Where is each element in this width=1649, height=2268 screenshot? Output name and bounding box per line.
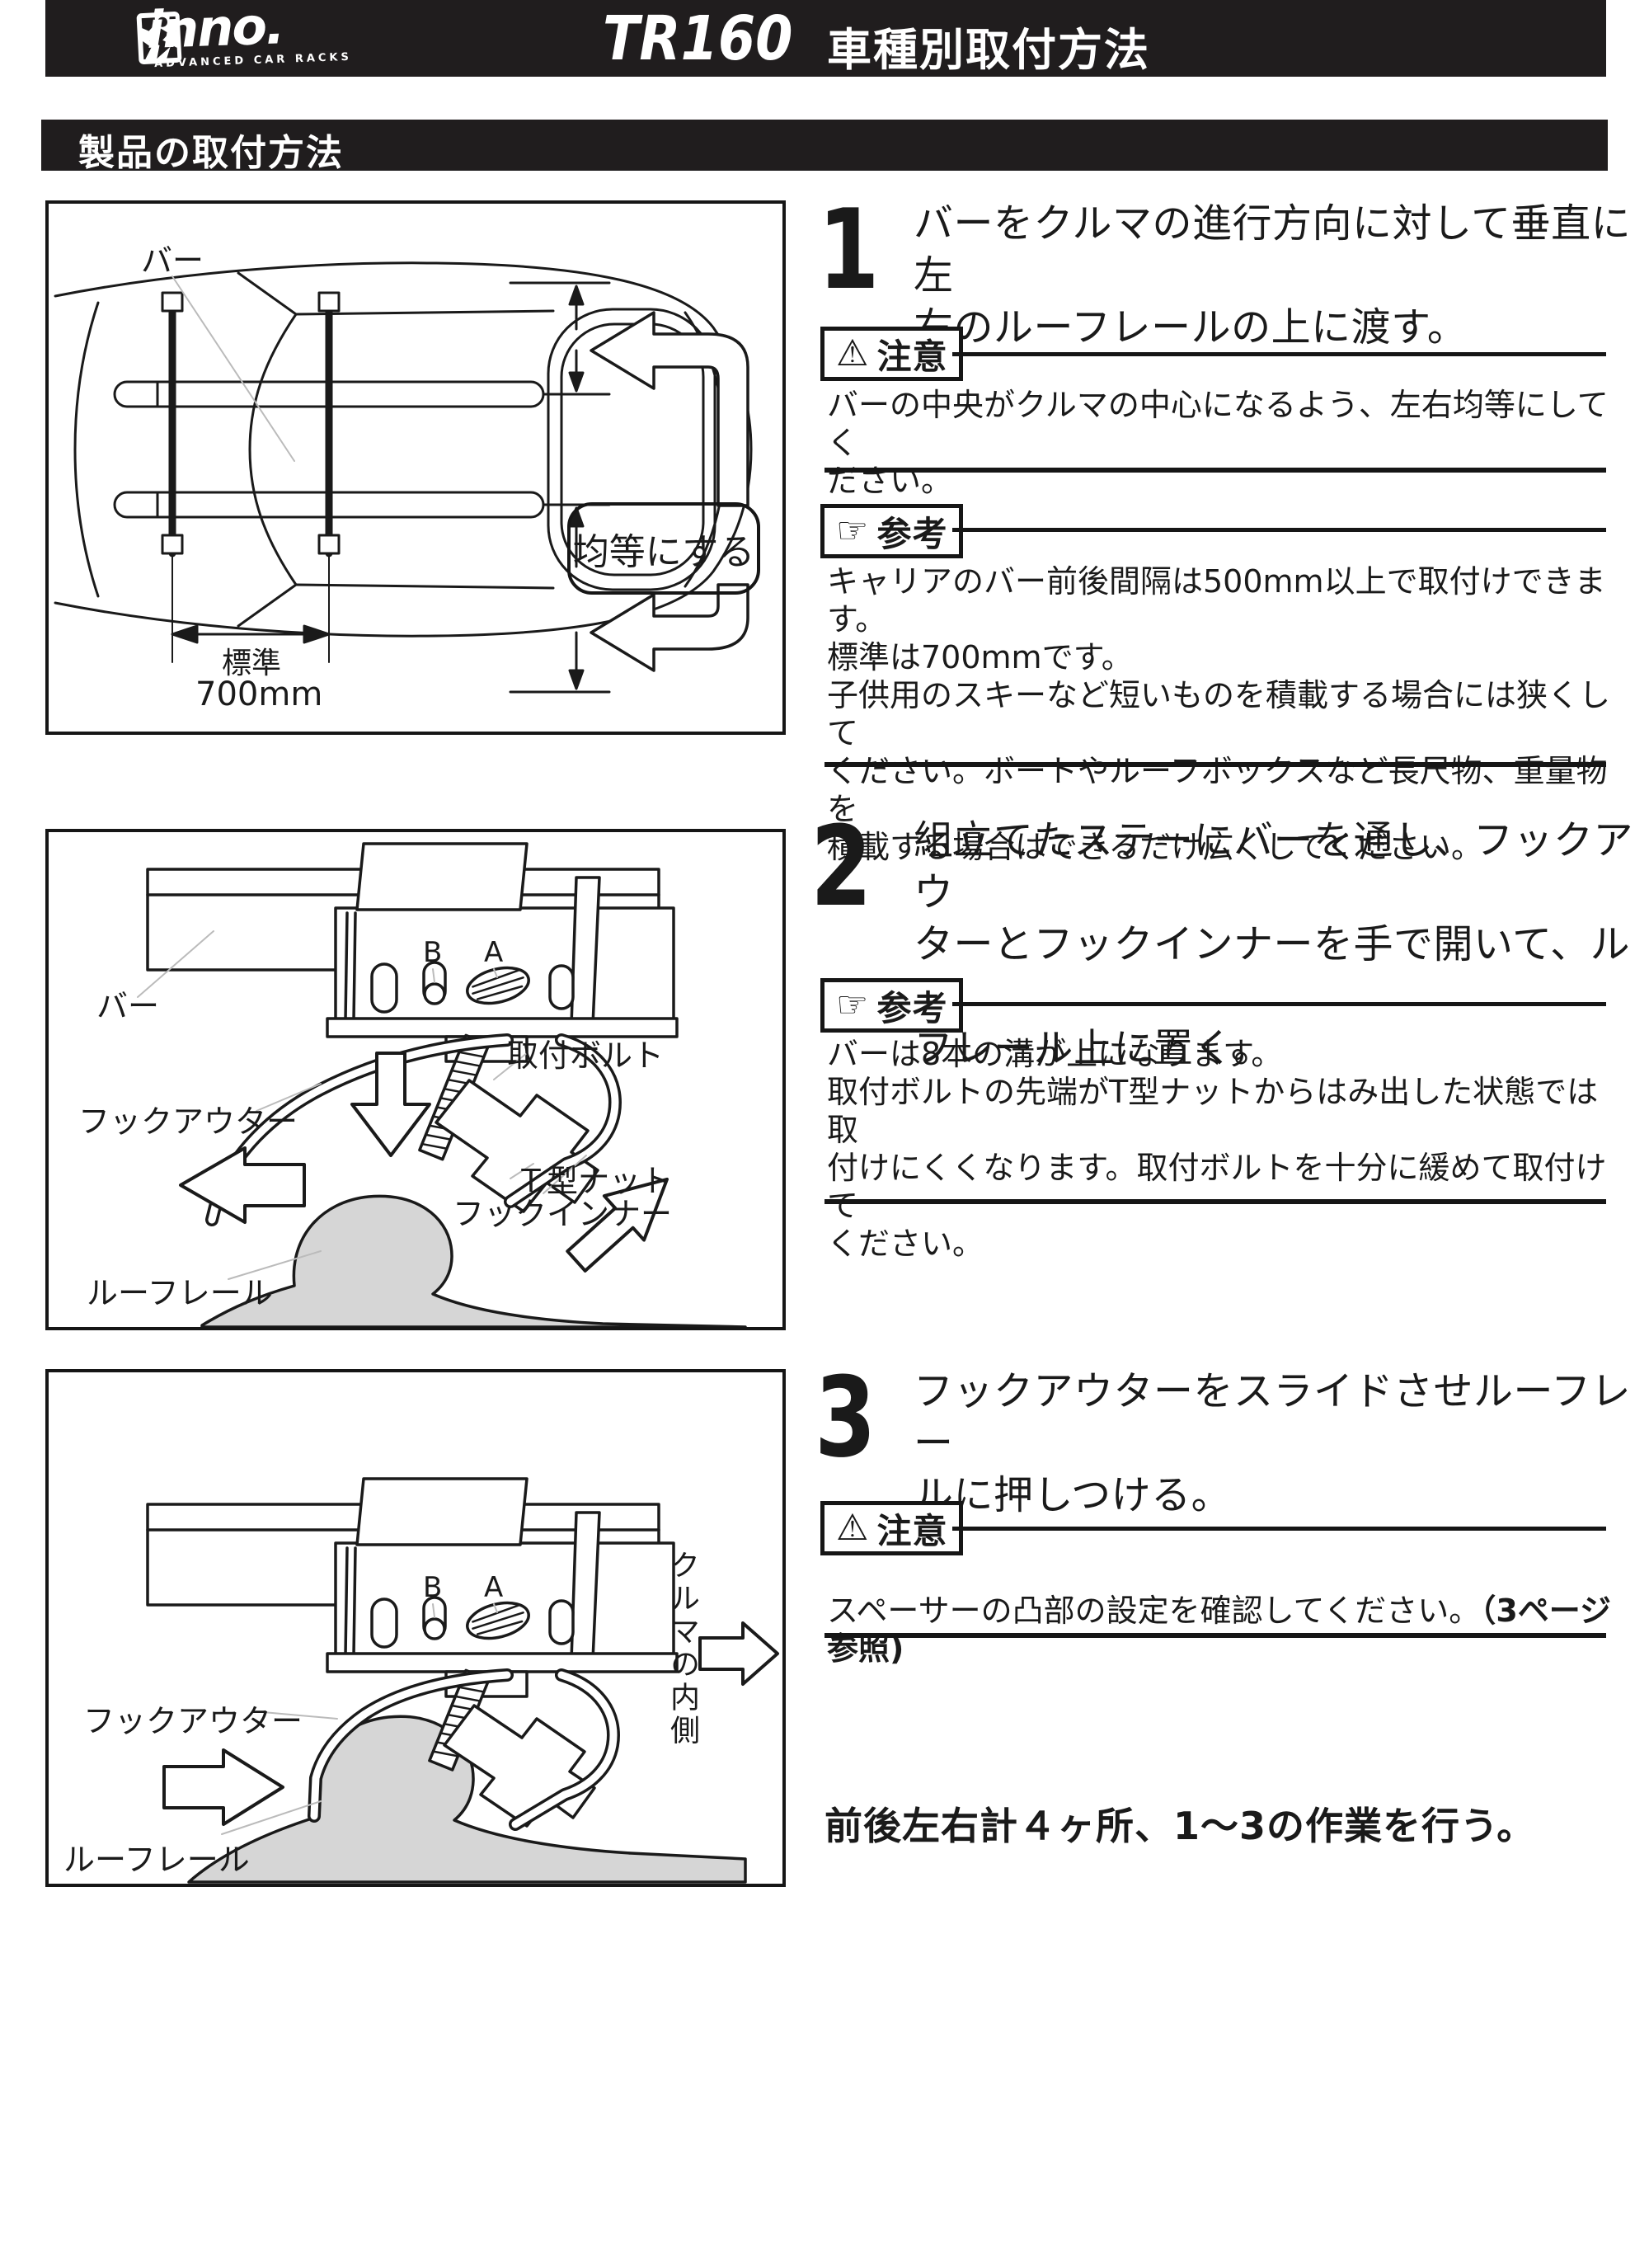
divider: [824, 1633, 1606, 1638]
divider: [824, 762, 1606, 767]
down-arrow: [350, 1052, 431, 1157]
hook-outer-label: フックアウター: [78, 1103, 298, 1140]
point-a-label: A: [484, 936, 504, 969]
stay-cross-section-drawing: [137, 842, 747, 1329]
pointing-hand-icon: ☞: [836, 984, 869, 1026]
pointing-hand-icon: ☞: [836, 510, 869, 552]
reference-rule: [952, 1002, 1606, 1006]
step-3-number: 3: [815, 1353, 876, 1482]
point-a-label: A: [484, 1571, 504, 1604]
t-nut: [435, 1079, 599, 1213]
diagram-stay-slide: フックアウター ルーフレール クルマの内側 B A: [45, 1369, 786, 1887]
brand-name: inno.: [145, 0, 284, 60]
car-inner-side-label: クルマの内側: [665, 1550, 699, 1748]
step-3-caution-text: スペーサーの凸部の設定を確認してください。（3ページ 参照): [827, 1554, 1639, 1668]
point-b-label: B: [423, 1571, 443, 1604]
caution-rule: [952, 352, 1606, 356]
up-right-arrow: [566, 1177, 669, 1273]
inno-logo-mark-icon: [136, 11, 182, 65]
section-header: [41, 120, 1608, 171]
step-2-number: 2: [810, 802, 872, 931]
stay-slide-drawing: [146, 1477, 779, 1884]
point-b-label: B: [423, 936, 443, 969]
bar-label: バー: [96, 988, 160, 1024]
step-2-reference-text: バーは8本の溝が上になります。 取付ボルトの先端がT型ナットからはみ出した状態で…: [827, 1036, 1607, 1262]
hook-outer-label: フックアウター: [83, 1703, 303, 1739]
warning-icon: ⚠: [836, 332, 869, 374]
diagram-stay-cross-section: バー フックアウター 取付ボルト Ｔ型ナット フックインナー ルーフレール B …: [45, 829, 786, 1330]
rail-label: ルーフレール: [87, 1275, 273, 1311]
equalize-callout: 均等にする: [567, 502, 760, 595]
step-2-reference-box: ☞ 参考: [820, 978, 964, 1033]
equalize-label: 均等にする: [572, 531, 755, 573]
step-1-reference-box: ☞ 参考: [820, 504, 964, 558]
left-arrow: [179, 1146, 306, 1224]
footer-note: 前後左右計４ヶ所、1～3の作業を行う。: [824, 1804, 1536, 1848]
slide-right-arrow: [162, 1748, 284, 1826]
rail-label: ルーフレール: [63, 1842, 250, 1878]
section-title: 製品の取付方法: [78, 132, 344, 174]
step-1-reference-text: キャリアのバー前後間隔は500mm以上で取付けできます。 標準は700mmです。…: [827, 563, 1611, 865]
step-3-text: フックアウターをスライドさせルーフレー ルに押しつける。: [914, 1368, 1632, 1518]
header-bar: inno. ADVANCED CAR RACKS TR160 車種別取付方法: [45, 0, 1606, 77]
warning-icon: ⚠: [836, 1507, 869, 1549]
hook-inner: [509, 1668, 620, 1831]
step-1-caution-text: バーの中央がクルマの中心になるよう、左右均等にしてく ださい。: [827, 387, 1609, 499]
caution-rule: [952, 1527, 1606, 1531]
reference-label: 参考: [876, 513, 948, 554]
hook-inner-label: フックインナー: [453, 1196, 673, 1232]
dimension-700mm: [171, 624, 331, 644]
caution-text-normal: スペーサーの凸部の設定を確認してください。: [827, 1593, 1481, 1629]
divider: [824, 1199, 1606, 1204]
car-inner-arrow: [698, 1621, 779, 1686]
bar-label: バー: [141, 242, 204, 279]
diagram-car-top-view: バー 均等にする 標準 700mm: [45, 200, 786, 735]
bolt-label: 取付ボルト: [507, 1038, 665, 1074]
step-1-number: 1: [818, 186, 880, 314]
t-nut-label: Ｔ型ナット: [515, 1163, 673, 1199]
step-3-caution-box: ⚠ 注意: [820, 1501, 964, 1555]
equalize-arrow-top: [590, 311, 749, 507]
model-number: TR160: [603, 3, 793, 74]
step-2-text: 組立てたステーにバーを通し、フックアウ ターとフックインナーを手で開いて、ルー …: [914, 817, 1634, 1071]
crossbar-rear: [317, 291, 341, 663]
caution-label: 注意: [876, 336, 948, 377]
standard-label: 標準: [222, 647, 282, 680]
divider: [824, 468, 1606, 473]
standard-value: 700mm: [195, 675, 323, 713]
reference-rule: [952, 528, 1606, 532]
reference-label: 参考: [876, 987, 948, 1028]
step-1-text: バーをクルマの進行方向に対して垂直に左 右のルーフレールの上に渡す。: [914, 200, 1632, 351]
caution-label: 注意: [876, 1510, 948, 1551]
crossbar-front: [161, 291, 184, 663]
page-title: 車種別取付方法: [827, 24, 1150, 76]
equalize-arrow-bottom: [590, 583, 749, 672]
step-1-caution-box: ⚠ 注意: [820, 327, 964, 381]
hook-inner: [504, 1033, 622, 1208]
car-top-view-drawing: [54, 261, 753, 694]
hook-outer: [308, 1668, 514, 1823]
